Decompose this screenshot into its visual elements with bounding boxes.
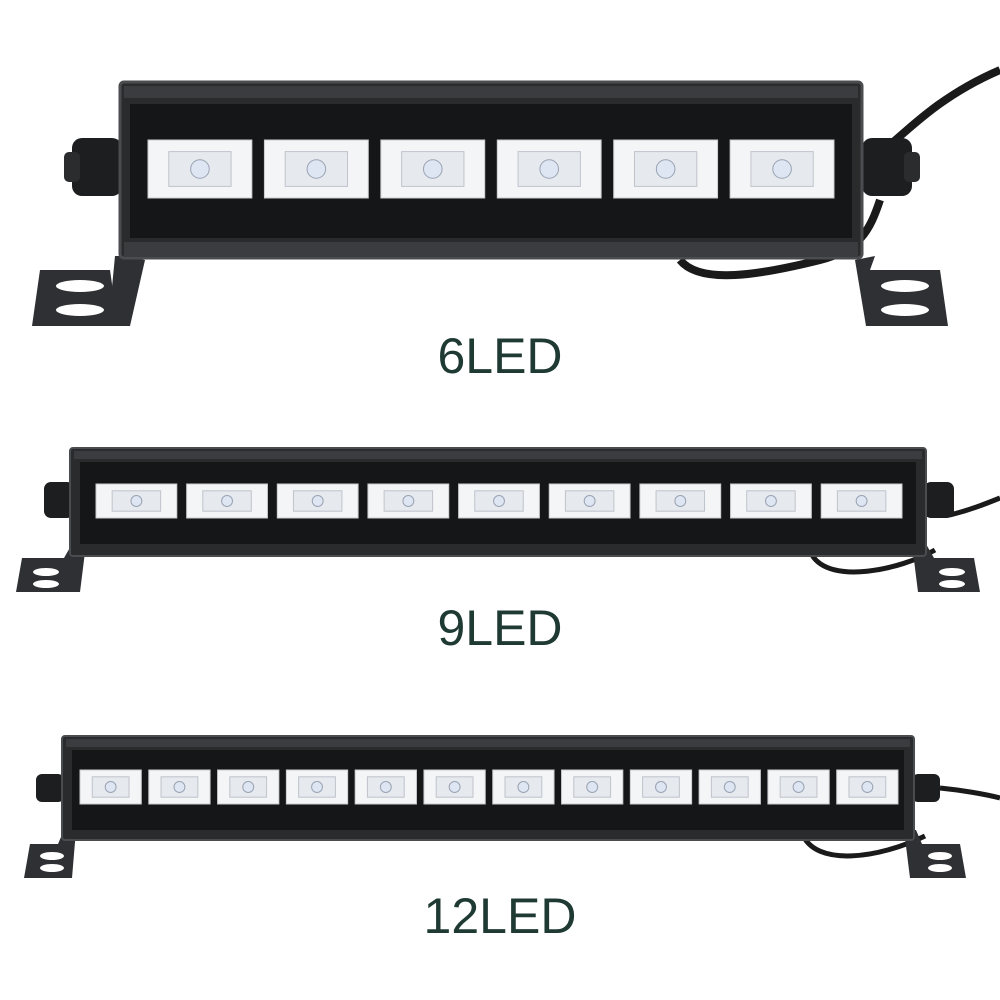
led-chip-icon xyxy=(855,495,868,507)
led-bar-6-image xyxy=(32,66,1000,326)
led-chip-icon xyxy=(586,781,599,793)
led-chip-icon xyxy=(104,781,117,793)
left-knob-icon xyxy=(44,482,74,518)
led-chip-icon xyxy=(655,781,667,793)
led-bar-9-image xyxy=(16,447,1000,592)
left-bracket xyxy=(16,544,86,592)
led-chip-icon xyxy=(448,781,461,793)
led-chip-icon xyxy=(423,159,443,179)
product-9led: 9LED xyxy=(0,440,1000,660)
led-chip-icon xyxy=(173,781,186,793)
led-chip-icon xyxy=(861,781,874,793)
led-chip-icon xyxy=(402,495,415,507)
led-chip-icon xyxy=(379,781,392,793)
led-chip-icon xyxy=(130,495,143,507)
right-knob-icon xyxy=(912,774,940,802)
led-chip-icon xyxy=(539,159,559,179)
led-chip-icon xyxy=(190,159,210,179)
product-12led: 12LED xyxy=(0,728,1000,988)
led-chip-icon xyxy=(655,159,676,179)
led-chip-icon xyxy=(311,781,323,793)
right-knob-icon xyxy=(862,138,912,196)
led-chip-icon xyxy=(772,159,792,179)
product-6led: 6LED xyxy=(0,60,1000,390)
led-row xyxy=(79,769,899,805)
led-chip-icon xyxy=(765,495,777,507)
led-chip-icon xyxy=(583,495,596,507)
led-chip-icon xyxy=(221,495,233,507)
led-chip-icon xyxy=(493,495,505,507)
led-chip-icon xyxy=(311,495,324,507)
led-chip-icon xyxy=(723,781,736,793)
right-knob-icon xyxy=(924,482,954,518)
led-chip-icon xyxy=(306,159,327,179)
led-chip-icon xyxy=(674,495,687,507)
led-row xyxy=(95,483,903,519)
led-chip-icon xyxy=(792,781,805,793)
left-knob-icon xyxy=(36,774,64,802)
led-bar-12-image xyxy=(24,735,1000,878)
led-chip-icon xyxy=(242,781,255,793)
led-chip-icon xyxy=(517,781,530,793)
product-label: 9LED xyxy=(437,600,563,656)
led-row xyxy=(147,139,835,199)
product-label: 12LED xyxy=(423,888,577,944)
product-label: 6LED xyxy=(437,328,563,384)
left-knob-icon xyxy=(72,138,122,196)
right-bracket xyxy=(912,544,980,592)
